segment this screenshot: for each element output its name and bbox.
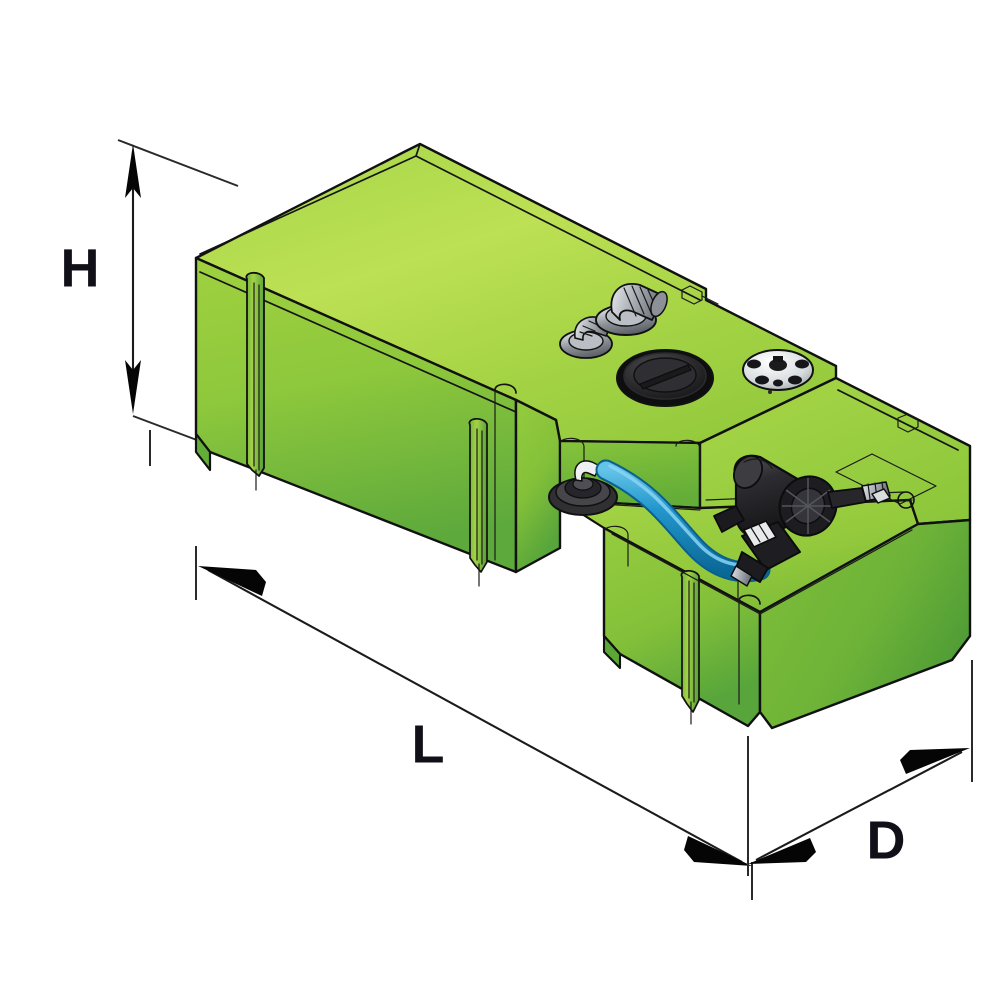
strainer-band-line-2 bbox=[757, 522, 769, 540]
deck-grommet bbox=[897, 491, 915, 509]
level-sender-terminal bbox=[773, 356, 783, 362]
large-elbow-thread-1 bbox=[623, 287, 637, 317]
level-sender-mark bbox=[768, 390, 772, 394]
pump-mount-foot bbox=[713, 505, 745, 533]
dimension-depth: D bbox=[747, 660, 973, 876]
inline-strainer bbox=[741, 520, 801, 571]
tank-lower-corner-pillar bbox=[738, 594, 761, 605]
suction-hose-highlight bbox=[608, 464, 758, 567]
height-extension-top bbox=[117, 139, 239, 187]
inspection-cap bbox=[616, 349, 714, 407]
tank-rib-step bbox=[468, 418, 488, 587]
tank-top-rear-notch-line bbox=[701, 295, 719, 305]
depth-label: D bbox=[867, 810, 906, 870]
level-sender-bolt-2 bbox=[795, 359, 809, 369]
level-sender-bolt-4 bbox=[788, 375, 802, 385]
water-tank bbox=[194, 142, 972, 730]
dimension-length: L bbox=[195, 546, 753, 900]
rib-left-upper-body bbox=[245, 271, 265, 477]
tank-top-rear-notch bbox=[681, 285, 703, 305]
level-sender bbox=[742, 349, 814, 394]
height-arrow-bottom bbox=[125, 360, 141, 414]
level-sender-bolt-5 bbox=[773, 379, 783, 387]
rib-step-body bbox=[468, 418, 488, 573]
tank-rib-left-upper bbox=[245, 271, 265, 491]
depth-arrow-left bbox=[748, 838, 816, 864]
outlet-flange-neck bbox=[574, 460, 601, 482]
pump-deck-clip bbox=[871, 488, 891, 504]
rib-lower-front-body bbox=[680, 570, 700, 713]
outlet-flange bbox=[548, 459, 618, 516]
length-label: L bbox=[412, 714, 445, 774]
pump-outlet-body bbox=[827, 487, 867, 509]
small-elbow-thread-1 bbox=[579, 331, 593, 337]
tank-upper-corner-pillar bbox=[494, 383, 517, 394]
small-elbow-thread-2 bbox=[582, 325, 596, 332]
length-arrow-right bbox=[684, 836, 752, 866]
large-elbow-thread-3 bbox=[639, 286, 653, 316]
tank-well-corner-front bbox=[603, 525, 629, 567]
tank-rib-lower-front bbox=[680, 570, 700, 725]
pump-head-fins bbox=[782, 478, 834, 534]
height-label: H bbox=[61, 238, 100, 298]
pump-motor-highlight bbox=[743, 458, 773, 469]
large-elbow-mouth bbox=[650, 290, 668, 318]
tank-top-rear-parting-line-2 bbox=[415, 155, 701, 301]
pump-inlet-port bbox=[730, 551, 769, 587]
tank-well-edge-right bbox=[759, 529, 913, 615]
dimension-height: H bbox=[61, 139, 251, 466]
tank-well-corner-right bbox=[675, 439, 701, 509]
pump-head bbox=[778, 475, 838, 537]
tank-well-edge-front bbox=[611, 533, 761, 615]
pump-inlet-body bbox=[735, 551, 769, 583]
length-dimension-line bbox=[207, 569, 743, 863]
pressure-pump bbox=[713, 454, 915, 587]
length-arrow-left bbox=[198, 566, 266, 596]
depth-arrow-right bbox=[900, 748, 970, 774]
pump-inlet-collar bbox=[730, 565, 753, 587]
pump-outlet-nut-line-1 bbox=[867, 483, 871, 500]
tank-lower-rim-notch bbox=[897, 413, 919, 433]
height-arrow-top bbox=[125, 144, 141, 198]
tank-step-face bbox=[514, 398, 562, 574]
level-sender-bolt-3 bbox=[755, 375, 769, 385]
tank-upper-left-chamfer bbox=[194, 432, 212, 472]
large-elbow-thread-2 bbox=[631, 285, 645, 315]
tank-lower-front-chamfer bbox=[602, 634, 622, 670]
depth-dimension-line bbox=[755, 751, 963, 861]
tank-upper-left-face bbox=[194, 256, 518, 574]
tank-lower-right-face bbox=[758, 518, 972, 730]
level-sender-bolt-1 bbox=[747, 359, 761, 369]
pump-motor-end-cap bbox=[732, 455, 764, 489]
inspection-cap-slot bbox=[639, 364, 692, 390]
tank-well-corner-left bbox=[559, 437, 585, 511]
elbow-fitting-large bbox=[595, 283, 668, 336]
strainer-band-line-1 bbox=[749, 525, 761, 543]
